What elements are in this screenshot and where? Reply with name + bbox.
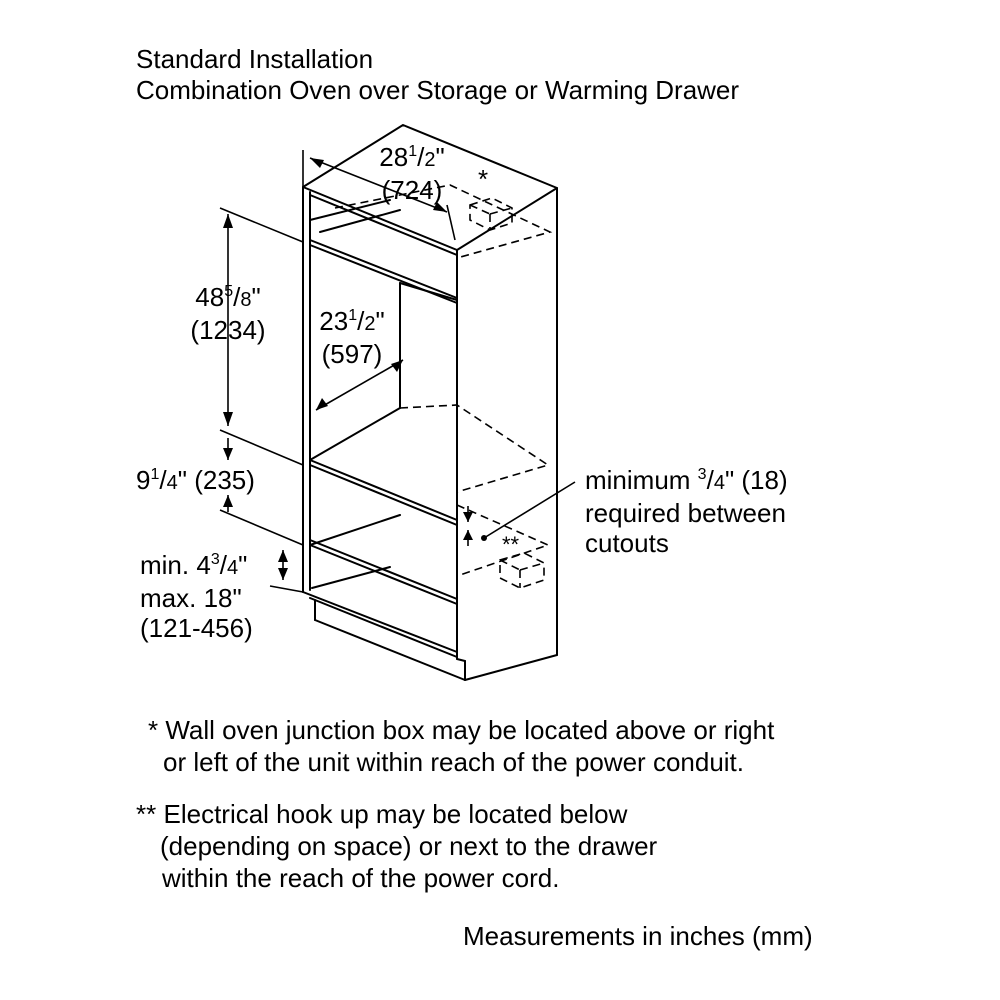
title-line-2: Combination Oven over Storage or Warming… (136, 75, 740, 105)
width-ext-right (446, 204, 456, 241)
toe-kick-top (456, 658, 466, 662)
measurement-units-footer: Measurements in inches (mm) (463, 921, 813, 951)
drawer-mm: (235) (194, 465, 255, 495)
note-junction-box: * Wall oven junction box may be located … (148, 714, 774, 778)
drawer-rail-bottom (309, 544, 458, 605)
depth-dimension-label: 231/2" (597) (296, 306, 408, 369)
middle-rail-top (309, 459, 458, 521)
gap-leader (483, 481, 576, 539)
oven-cutout-bottom-dashed (399, 404, 550, 493)
title-line-1: Standard Installation (136, 44, 374, 74)
toe-min: min. 43/4" (140, 550, 248, 580)
width-dim-line (309, 157, 448, 213)
electrical-marker: ** (502, 532, 520, 557)
drawer-ext-bottom (219, 509, 304, 546)
depth-inches: 231/2" (319, 306, 385, 336)
base-bottom-rail (302, 591, 458, 653)
toe-mm: (121-456) (140, 613, 253, 643)
height-inches: 485/8" (195, 282, 261, 312)
note-junction-line-2: or left of the unit within reach of the … (163, 747, 745, 777)
width-mm: (724) (381, 175, 443, 205)
note-junction-line-1: Wall oven junction box may be located ab… (165, 715, 775, 745)
top-shelf-back-2 (309, 199, 391, 221)
note-junction-mark: * (148, 715, 159, 745)
width-inches: 281/2" (379, 142, 445, 172)
drawer-cutout-top-dashed (456, 504, 551, 576)
junction-box-upper-dashed (469, 197, 513, 231)
note-electrical-line-3: within the reach of the power cord. (162, 863, 560, 893)
junction-box-marker: * (478, 164, 489, 194)
oven-cavity-floor (309, 407, 401, 461)
depth-mm: (597) (321, 339, 383, 369)
drawer-back (309, 514, 401, 546)
height-ext-bottom (219, 429, 304, 466)
toe-max: max. 18" (140, 583, 242, 613)
note-electrical-line-2: (depending on space) or next to the draw… (160, 831, 658, 861)
gap-line-2: required between (585, 498, 786, 528)
middle-rail-bottom (309, 464, 458, 526)
height-mm: (1234) (190, 315, 266, 345)
top-rail-upper (309, 194, 458, 256)
cutout-gap-label: minimum 3/4" (18) required between cutou… (585, 465, 788, 558)
drawer-dimension-label: 91/4" (235) (136, 465, 255, 495)
top-shelf-back (319, 209, 401, 233)
oven-cavity-back-top (399, 282, 458, 301)
gap-line-1: minimum 3/4" (18) (585, 465, 788, 495)
drawer-floor-back (311, 566, 391, 589)
top-rail-front-top (309, 239, 458, 299)
cabinet-right-bottom-edge (464, 654, 558, 681)
toe-kick-dimension-label: min. 43/4" max. 18" (121-456) (140, 550, 253, 643)
note-electrical-mark: ** (136, 799, 157, 829)
note-electrical: ** Electrical hook up may be located bel… (136, 798, 657, 894)
depth-dim-line (315, 359, 404, 411)
oven-cutout-top-dashed (334, 184, 553, 259)
toe-kick-front (314, 619, 466, 681)
height-dimension-label: 485/8" (1234) (172, 282, 284, 345)
gap-line-3: cutouts (585, 528, 669, 558)
diagram-title: Standard Installation Combination Oven o… (136, 44, 739, 106)
toe-ext-bottom (269, 585, 304, 593)
base-bottom-rail-2 (309, 597, 458, 658)
note-electrical-line-1: Electrical hook up may be located below (163, 799, 628, 829)
width-dimension-label: 281/2" (724) (352, 142, 472, 205)
height-ext-top (219, 207, 304, 243)
